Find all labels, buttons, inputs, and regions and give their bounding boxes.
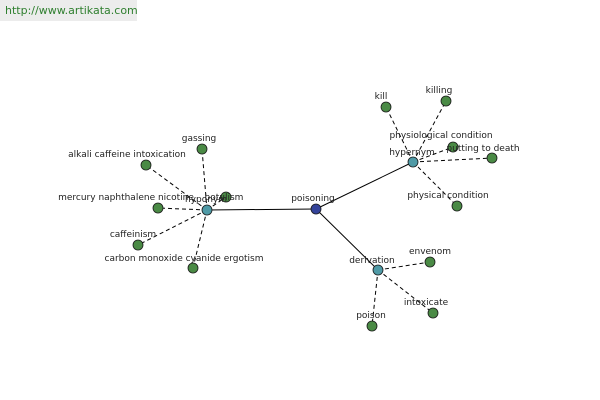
carbon-monoxide-cyanide-ergotism-node-label: carbon monoxide cyanide ergotism bbox=[105, 254, 264, 264]
gassing-node-label: gassing bbox=[182, 134, 217, 144]
envenom-node[interactable] bbox=[424, 256, 436, 268]
physiological-condition-node-label: physiological condition bbox=[389, 131, 492, 141]
gassing-node[interactable] bbox=[196, 143, 208, 155]
edge-hyponym-alkali-caffeine-intoxication bbox=[145, 164, 208, 211]
botulism-node-label: botulism bbox=[205, 193, 244, 203]
poison-node-label: poison bbox=[356, 311, 386, 321]
edge-derivation-poison bbox=[371, 269, 379, 327]
edge-poisoning-hyponym bbox=[206, 208, 317, 211]
edge-hyponym-mercury-naphthalene-nicotine bbox=[157, 207, 208, 211]
alkali-caffeine-intoxication-node[interactable] bbox=[140, 159, 152, 171]
watermark: http://www.artikata.com bbox=[0, 0, 138, 21]
derivation-node[interactable] bbox=[372, 264, 384, 276]
edge-hypernym-kill bbox=[385, 106, 414, 163]
poison-node[interactable] bbox=[366, 320, 378, 332]
poisoning-node[interactable] bbox=[310, 203, 322, 215]
edge-derivation-envenom bbox=[377, 261, 431, 271]
edge-hypernym-physiological-condition bbox=[412, 146, 454, 163]
caffeinism-node[interactable] bbox=[132, 239, 144, 251]
edge-hyponym-gassing bbox=[201, 148, 208, 211]
edge-poisoning-hypernym bbox=[315, 161, 414, 210]
physical-condition-node-label: physical condition bbox=[407, 191, 488, 201]
edge-hypernym-killing bbox=[412, 100, 447, 163]
alkali-caffeine-intoxication-node-label: alkali caffeine intoxication bbox=[68, 150, 186, 160]
hypernym-node-label: hypernym bbox=[389, 148, 435, 158]
carbon-monoxide-cyanide-ergotism-node[interactable] bbox=[187, 262, 199, 274]
putting-to-death-node-label: putting to death bbox=[446, 144, 519, 154]
edge-hypernym-physical-condition bbox=[412, 161, 458, 207]
edge-hyponym-caffeinism bbox=[137, 209, 208, 246]
intoxicate-node-label: intoxicate bbox=[404, 298, 449, 308]
derivation-node-label: derivation bbox=[349, 256, 395, 266]
botulism-node[interactable] bbox=[220, 191, 232, 203]
killing-node[interactable] bbox=[440, 95, 452, 107]
putting-to-death-node[interactable] bbox=[486, 152, 498, 164]
kill-node-label: kill bbox=[375, 92, 388, 102]
edge-hyponym-carbon-monoxide-cyanide-ergotism bbox=[192, 209, 208, 269]
caffeinism-node-label: caffeinism bbox=[110, 230, 156, 240]
edge-poisoning-derivation bbox=[315, 208, 379, 271]
mercury-naphthalene-nicotine-node-label: mercury naphthalene nicotine bbox=[58, 193, 194, 203]
physiological-condition-node[interactable] bbox=[447, 141, 459, 153]
killing-node-label: killing bbox=[426, 86, 453, 96]
hyponym-node[interactable] bbox=[201, 204, 213, 216]
kill-node[interactable] bbox=[380, 101, 392, 113]
watermark-link[interactable]: http://www.artikata.com bbox=[5, 4, 138, 17]
physical-condition-node[interactable] bbox=[451, 200, 463, 212]
poisoning-node-label: poisoning bbox=[291, 194, 335, 204]
intoxicate-node[interactable] bbox=[427, 307, 439, 319]
mercury-naphthalene-nicotine-node[interactable] bbox=[152, 202, 164, 214]
edge-derivation-intoxicate bbox=[377, 269, 434, 314]
envenom-node-label: envenom bbox=[409, 247, 451, 257]
edge-hypernym-putting-to-death bbox=[412, 157, 493, 163]
hypernym-node[interactable] bbox=[407, 156, 419, 168]
hyponym-node-label: hyponym bbox=[185, 195, 227, 205]
